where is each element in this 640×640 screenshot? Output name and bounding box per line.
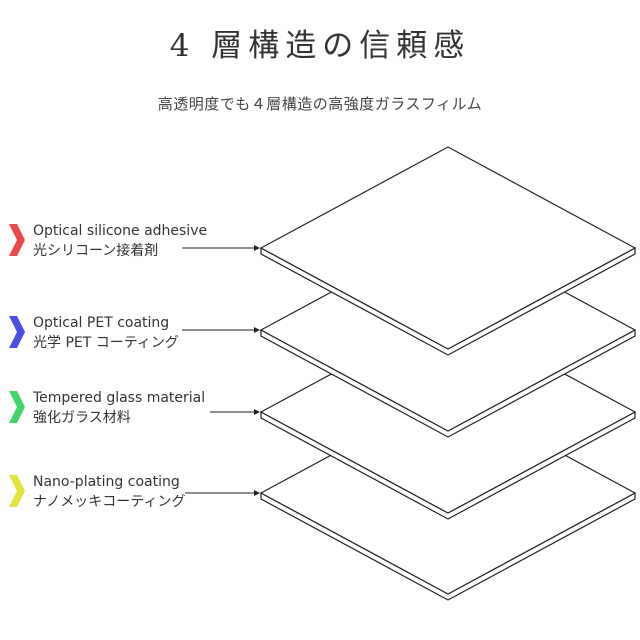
arrowhead-icon — [254, 327, 260, 333]
chevron-right-icon — [9, 316, 25, 348]
plate-top — [259, 146, 637, 350]
arrowhead-icon — [254, 490, 260, 496]
layer-name-jp: 光学 PET コーティング — [33, 335, 179, 351]
layer-label-nano-plating: Nano-plating coating ナノメッキコーティング — [33, 472, 185, 512]
arrowhead-icon — [254, 245, 260, 251]
chevron-right-icon — [9, 475, 25, 507]
chevron-right-icon — [9, 224, 25, 256]
layer-name-jp: 光シリコーン接着剤 — [33, 243, 159, 259]
layer-name-en: Optical PET coating — [33, 315, 170, 331]
layer-label-pet-coating: Optical PET coating 光学 PET コーティング — [33, 313, 179, 353]
layer-name-jp: ナノメッキコーティング — [33, 494, 186, 510]
page-title: 4 層構造の信頼感 — [169, 28, 471, 64]
chevron-right-icon — [9, 391, 25, 423]
layer-name-en: Optical silicone adhesive — [33, 223, 208, 239]
layer-name-en: Tempered glass material — [33, 390, 206, 406]
layer-name-jp: 強化ガラス材料 — [33, 410, 131, 426]
layer-label-silicone-adhesive: Optical silicone adhesive 光シリコーン接着剤 — [33, 221, 207, 261]
layer-plate — [259, 146, 637, 356]
layer-label-tempered-glass: Tempered glass material 強化ガラス材料 — [33, 388, 205, 428]
page-subtitle: 高透明度でも４層構造の高強度ガラスフィルム — [157, 95, 483, 113]
arrowhead-icon — [254, 409, 260, 415]
layer-name-en: Nano-plating coating — [33, 474, 180, 490]
